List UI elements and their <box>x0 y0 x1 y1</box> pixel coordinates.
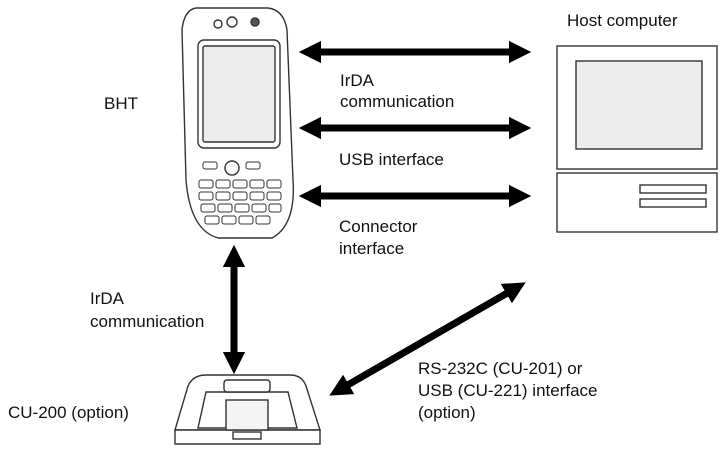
label-host-computer: Host computer <box>567 11 678 30</box>
label-irda-left-1: IrDA <box>90 289 124 308</box>
drive-bay-2 <box>639 198 707 208</box>
label-irda-left-2: communication <box>90 312 205 331</box>
label-bht: BHT <box>104 94 138 113</box>
label-connector-2: interface <box>339 239 405 258</box>
label-cu200: CU-200 (option) <box>8 403 129 422</box>
label-irda-right-1: IrDA <box>340 71 374 90</box>
label-connector-1: Connector <box>339 217 418 236</box>
host-computer <box>556 45 718 233</box>
bht-device <box>181 7 295 239</box>
arrow-rs232-host <box>329 282 526 396</box>
label-usb-interface: USB interface <box>339 150 444 169</box>
label-rs232-1: RS-232C (CU-201) or <box>418 359 583 378</box>
drive-bay-1 <box>639 184 707 194</box>
label-irda-right-2: communication <box>340 92 455 111</box>
arrows <box>222 40 532 396</box>
monitor-screen <box>575 60 703 150</box>
cu-200-cradle <box>174 374 321 445</box>
label-rs232-3: (option) <box>418 403 476 422</box>
keypad <box>198 161 282 225</box>
label-rs232-2: USB (CU-221) interface <box>418 381 598 400</box>
